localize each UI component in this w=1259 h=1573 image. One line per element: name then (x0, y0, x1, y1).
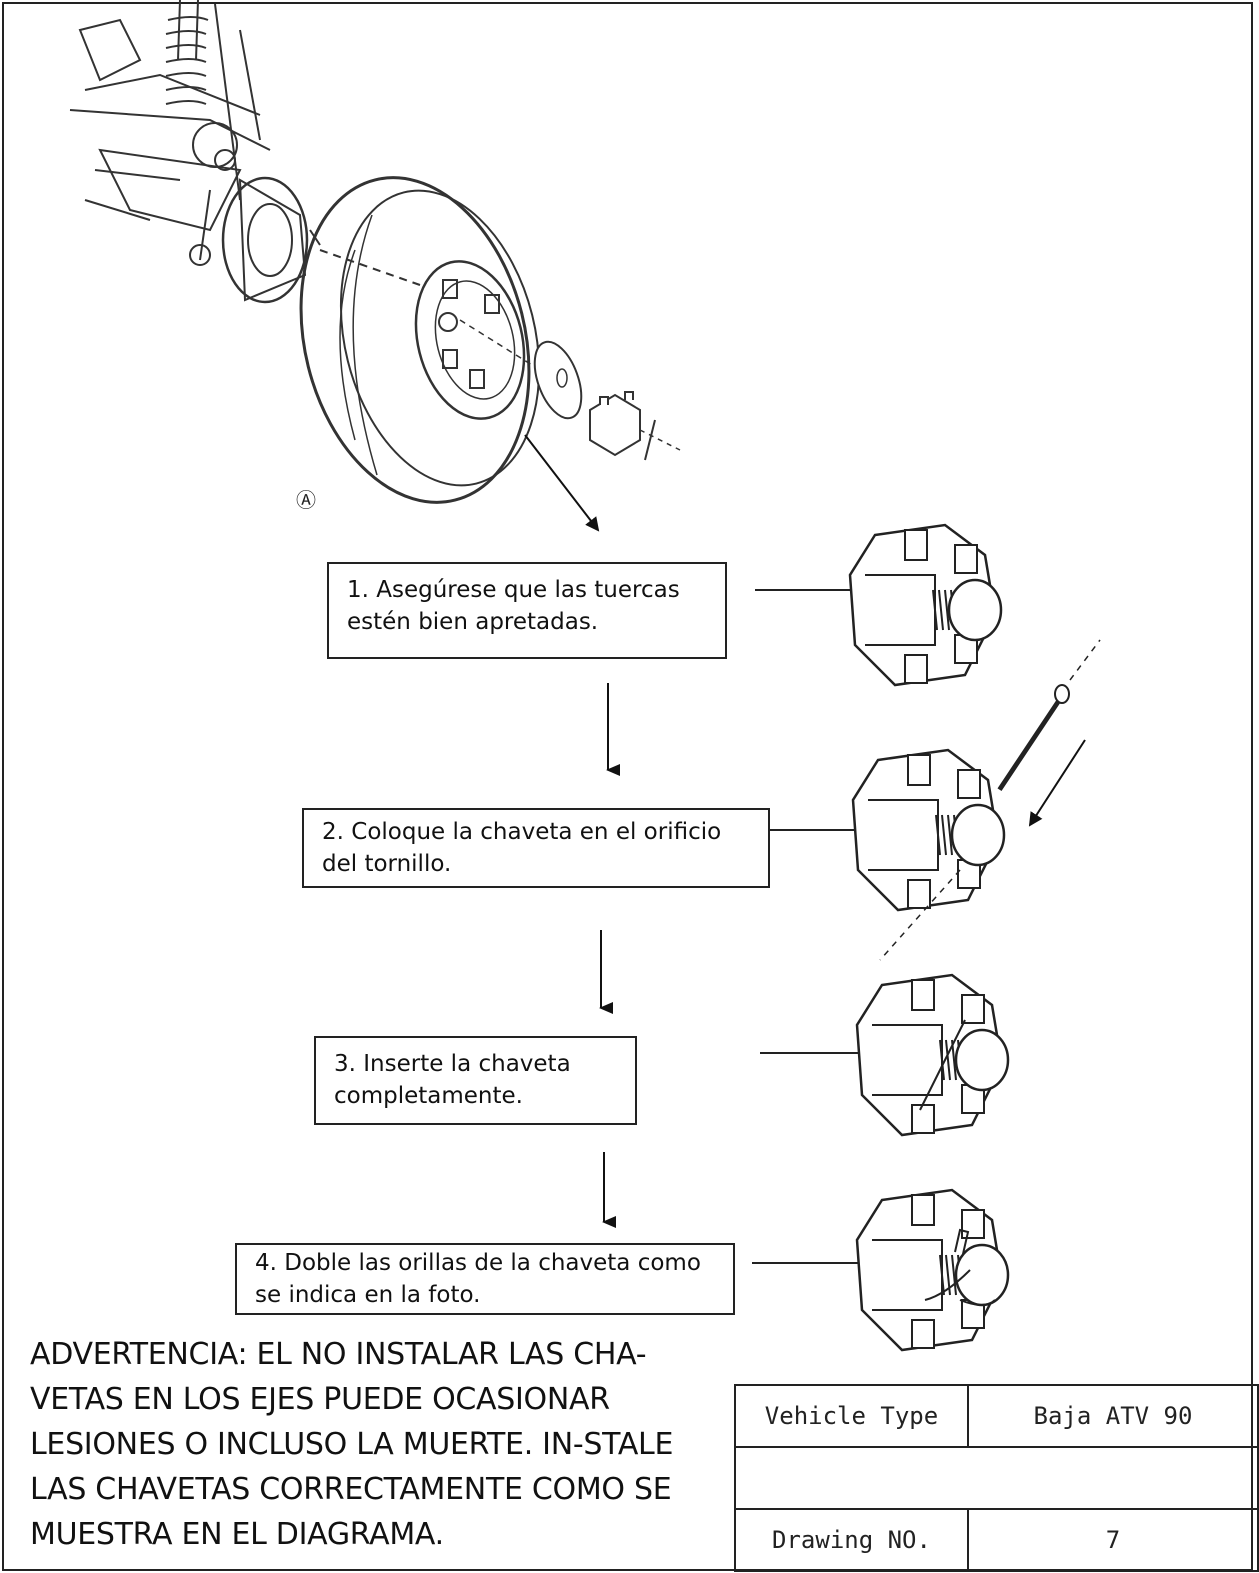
blank-row (734, 1446, 1259, 1510)
drawing-no-value: 7 (967, 1508, 1259, 1572)
vehicle-type-label: Vehicle Type (734, 1384, 969, 1448)
step-2-box: 2. Coloque la chaveta en el orificio del… (302, 808, 770, 888)
vehicle-type-row: Vehicle Type Baja ATV 90 (734, 1384, 1259, 1448)
cotter-pin-icon (924, 1228, 996, 1306)
drawing-no-row: Drawing NO. 7 (734, 1508, 1259, 1572)
vehicle-type-value: Baja ATV 90 (967, 1384, 1259, 1448)
view-marker: Ⓐ (296, 488, 316, 512)
atv-suspension-icon (69, 0, 421, 304)
step-4-box: 4. Doble las orillas de la chaveta como … (235, 1243, 735, 1315)
wheel-icon (299, 176, 541, 504)
cotter-pin-icon (879, 639, 1101, 961)
castle-nut-icon (855, 973, 1010, 1137)
drawing-no-label: Drawing NO. (734, 1508, 969, 1572)
warning-text: ADVERTENCIA: EL NO INSTALAR LAS CHA-VETA… (30, 1337, 674, 1552)
title-block: Vehicle Type Baja ATV 90 Drawing NO. 7 (734, 1384, 1259, 1572)
arrow-down-icon (524, 434, 620, 1228)
castle-nut-icon (589, 391, 681, 461)
washer-icon (533, 340, 583, 420)
leader-lines (750, 589, 858, 1264)
cotter-pin-icon (919, 1019, 966, 1111)
blank-cell (734, 1446, 1259, 1510)
step-3-box: 3. Inserte la chaveta completamente. (314, 1036, 637, 1125)
castle-nut-icon (848, 523, 1003, 687)
step-1-box: 1. Asegúrese que las tuercas estén bien … (327, 562, 727, 659)
castle-nut-icon (851, 748, 1006, 912)
castle-nut-icon (855, 1188, 1010, 1352)
